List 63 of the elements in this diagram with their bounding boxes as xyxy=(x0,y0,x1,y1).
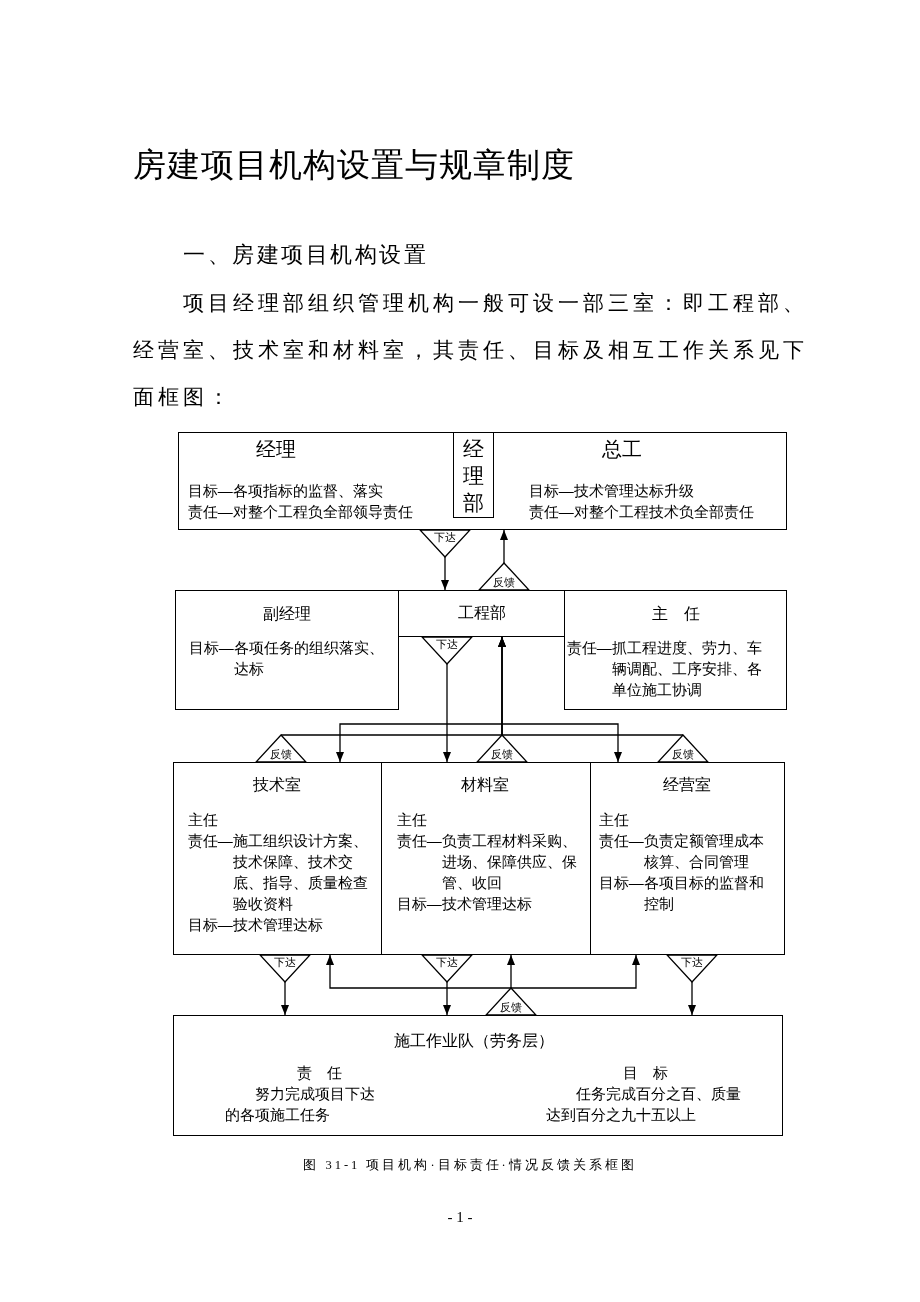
unit-text: 努力完成项目下达的各项施工任务 xyxy=(224,1083,376,1125)
unit-text: 目标—技术管理达标 xyxy=(187,914,324,935)
unit-text: 主任 xyxy=(187,809,218,830)
unit-title: 副经理 xyxy=(262,603,311,624)
vertical-label-box: 经理部 xyxy=(452,431,494,518)
unit-title: 材料室 xyxy=(460,774,509,795)
org-unit-box xyxy=(590,762,785,955)
unit-subtitle: 责 任 xyxy=(297,1062,343,1083)
unit-text: 责任—对整个工程技术负全部责任 xyxy=(528,501,754,522)
org-unit-box xyxy=(175,590,399,710)
figure-caption: 图 31-1 项目机构·目标责任·情况反馈关系框图 xyxy=(303,1157,637,1173)
arrow xyxy=(665,954,719,1016)
edge-label: 反馈 xyxy=(270,748,292,761)
junction-triangle xyxy=(484,987,538,1016)
org-unit-box xyxy=(381,762,591,955)
unit-text: 目标—各项任务的组织落实、达标 xyxy=(188,637,385,679)
edge-label: 反馈 xyxy=(493,576,515,589)
org-unit-box xyxy=(564,590,787,710)
unit-text: 责任—抓工程进度、劳力、车辆调配、工序安排、各单位施工协调 xyxy=(566,637,763,700)
arrow xyxy=(477,529,531,591)
edge-label: 下达 xyxy=(436,638,458,651)
edge-label: 反馈 xyxy=(672,748,694,761)
edge-label: 下达 xyxy=(434,531,456,544)
junction-triangle xyxy=(420,636,474,725)
edge-label: 反馈 xyxy=(500,1001,522,1014)
arrow xyxy=(418,529,472,591)
section-heading: 一、房建项目机构设置 xyxy=(183,242,428,268)
body-paragraph: 项目经理部组织管理机构一般可设一部三室：即工程部、经营室、技术室和材料室，其责任、目标及相互工作关系见下面框图： xyxy=(133,290,809,411)
unit-text: 目标—技术管理达标升级 xyxy=(528,480,694,501)
page-title: 房建项目机构设置与规章制度 xyxy=(133,147,575,183)
unit-text: 任务完成百分之百、质量达到百分之九十五以上 xyxy=(545,1083,742,1125)
unit-text: 目标—各项目标的监督和控制 xyxy=(598,872,765,914)
unit-title: 主 任 xyxy=(651,603,700,624)
unit-text: 目标—各项指标的监督、落实 xyxy=(187,480,383,501)
arrow xyxy=(443,723,451,763)
arrow xyxy=(258,954,312,1016)
arrow xyxy=(510,954,640,989)
edge-label: 下达 xyxy=(681,956,703,969)
unit-title: 总工 xyxy=(601,436,642,461)
org-unit-box xyxy=(173,1015,783,1136)
unit-title: 施工作业队（劳务层） xyxy=(393,1030,554,1051)
unit-text: 主任 xyxy=(598,809,629,830)
org-unit-box xyxy=(173,762,382,955)
arrow xyxy=(326,954,512,989)
unit-text: 目标—技术管理达标 xyxy=(396,893,533,914)
edge-label: 下达 xyxy=(436,956,458,969)
unit-title: 技术室 xyxy=(252,774,301,795)
arrow xyxy=(336,723,448,763)
edge-label: 反馈 xyxy=(491,748,513,761)
arrow xyxy=(446,723,622,763)
arrow xyxy=(498,636,710,763)
edge-label: 下达 xyxy=(274,956,296,969)
arrow xyxy=(507,954,515,989)
unit-subtitle: 目 标 xyxy=(623,1062,669,1083)
unit-title: 经营室 xyxy=(662,774,711,795)
unit-text: 责任—对整个工程负全部领导责任 xyxy=(187,501,413,522)
page-number: - 1 - xyxy=(447,1208,473,1226)
unit-text: 主任 xyxy=(396,809,427,830)
unit-text: 责任—负责工程材料采购、进场、保障供应、保管、收回 xyxy=(396,830,578,893)
unit-title: 经理 xyxy=(255,436,296,461)
unit-text: 责任—负责定额管理成本核算、合同管理 xyxy=(598,830,765,872)
unit-text: 责任—施工组织设计方案、技术保障、技术交底、指导、质量检查验收资料 xyxy=(187,830,369,914)
arrow xyxy=(420,954,474,1016)
